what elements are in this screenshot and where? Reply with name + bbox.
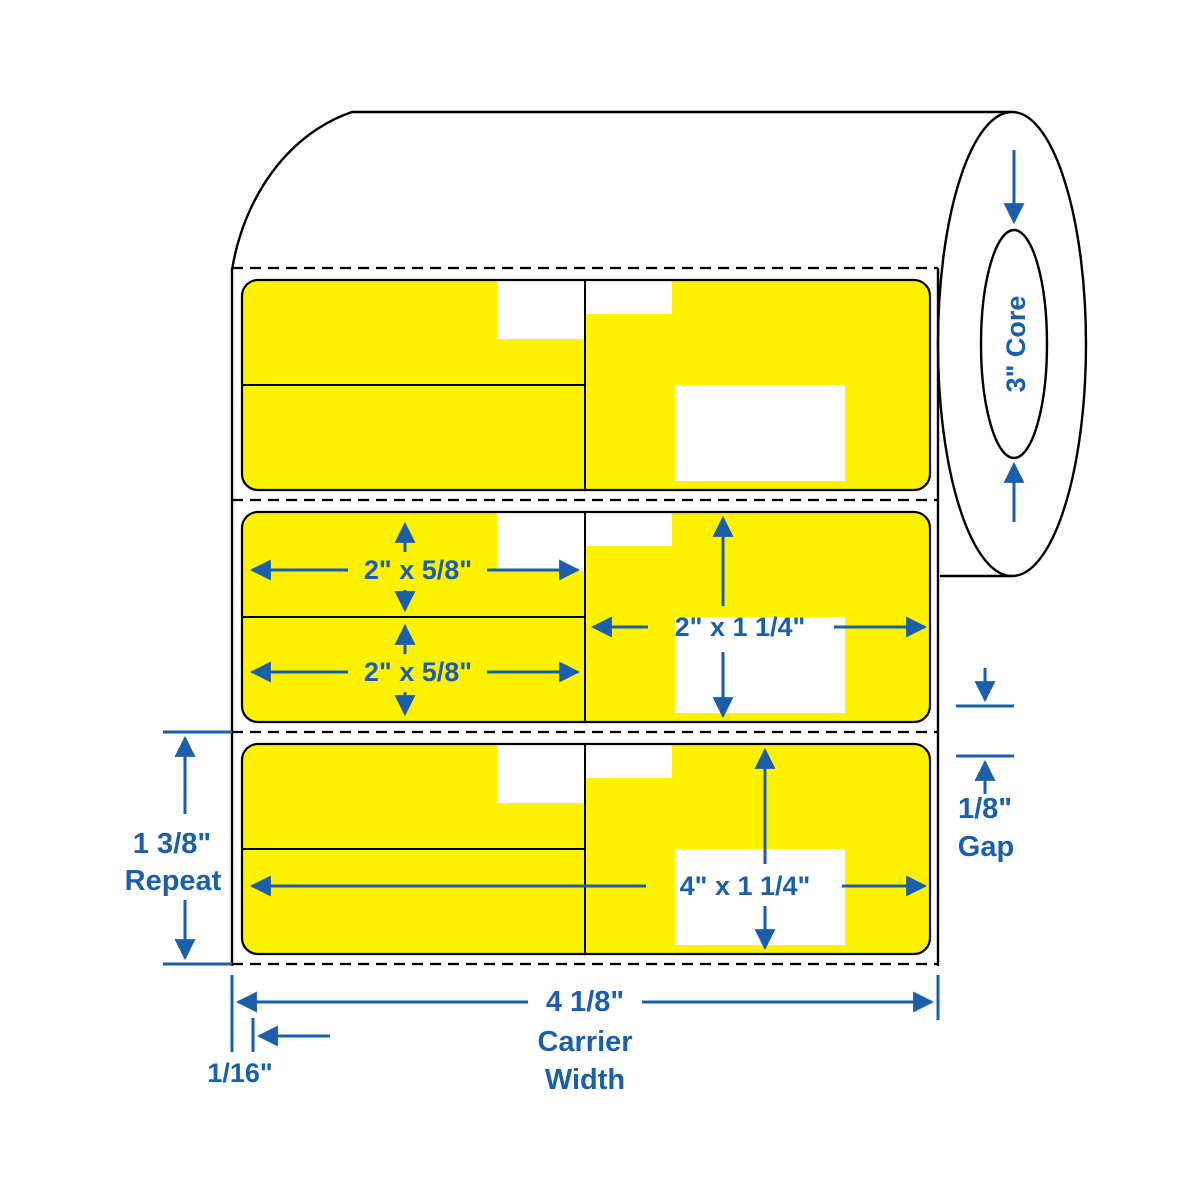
roll-core-ellipse [979, 228, 1049, 460]
cutout-right [675, 617, 845, 713]
label-row-3: 4" x 1 1/4" [240, 742, 932, 956]
label-roll: 3" Core [230, 110, 1088, 578]
cutout-top-right [585, 513, 672, 546]
carrier-caption-line1: Carrier [537, 1026, 632, 1058]
dimension-small-label-top: 2" x 5/8" [249, 521, 581, 613]
dimension-small-label-bottom: 2" x 5/8" [249, 623, 581, 717]
dimension-gap: 1/8" Gap [956, 668, 1014, 863]
label-row-1 [240, 278, 932, 492]
dim-label: 2" x 5/8" [364, 555, 472, 585]
gap-value: 1/8" [958, 793, 1012, 825]
dim-label: 2" x 5/8" [364, 657, 472, 687]
dim-label: 4" x 1 1/4" [680, 871, 811, 901]
dimension-edge-offset: 1/16" [207, 1018, 330, 1088]
carrier-value: 4 1/8" [546, 986, 624, 1018]
dimension-large-label: 4" x 1 1/4" [249, 747, 928, 951]
cutout-top-left [497, 745, 585, 803]
label-outline [240, 742, 932, 956]
edge-offset-value: 1/16" [207, 1058, 272, 1088]
repeat-caption: Repeat [125, 865, 222, 897]
cutout-right [675, 385, 845, 481]
cutout-top-left [497, 513, 585, 571]
label-row-2: 2" x 5/8" 2" x 5/8" 2" x 1 1/4" [240, 510, 932, 724]
label-outline [240, 278, 932, 492]
cutout-top-right [585, 745, 672, 778]
cutout-top-right [585, 281, 672, 314]
cutout-top-left [497, 281, 585, 339]
carrier-caption-line2: Width [545, 1064, 625, 1096]
carrier-strip [230, 266, 940, 966]
cutout-right [675, 849, 845, 945]
core-label: 3" Core [1001, 296, 1031, 393]
dimension-carrier-width: 4 1/8" Carrier Width [230, 975, 940, 1096]
repeat-value: 1 3/8" [133, 828, 211, 860]
dimension-repeat: 1 3/8" Repeat [125, 730, 232, 966]
label-outline [240, 510, 932, 724]
roll-body-outline [230, 110, 1012, 271]
dim-label: 2" x 1 1/4" [675, 612, 806, 642]
dimension-medium-label: 2" x 1 1/4" [590, 515, 928, 719]
gap-caption: Gap [958, 831, 1014, 863]
